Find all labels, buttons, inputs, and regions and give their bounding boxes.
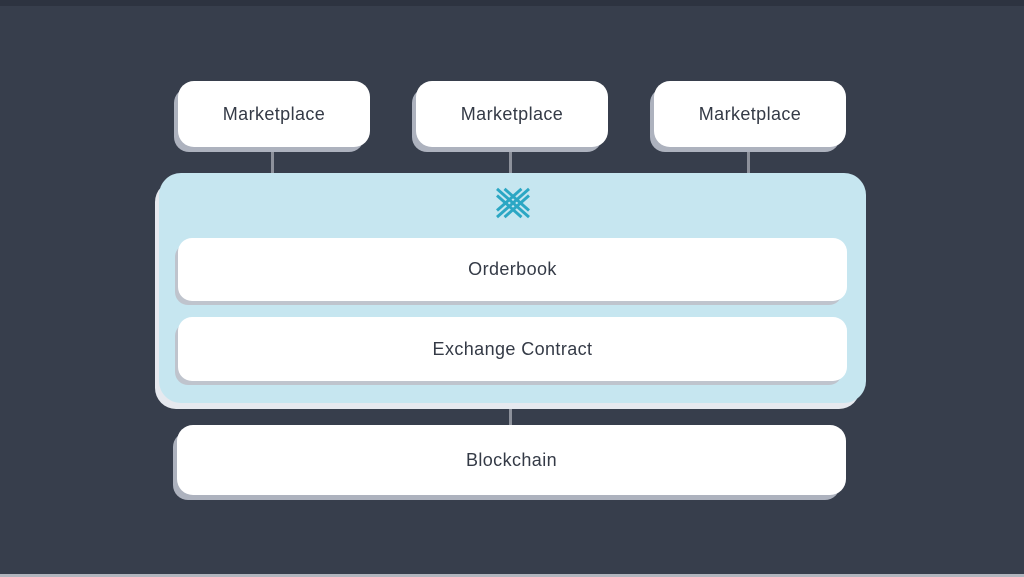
slide-top-edge [0, 0, 1024, 6]
exchange-contract-node: Exchange Contract [178, 317, 847, 381]
connector-marketplace-1 [271, 145, 274, 177]
slide-bottom-edge [0, 574, 1024, 577]
blockchain-label: Blockchain [465, 449, 558, 470]
protocol-container: Orderbook Exchange Contract [159, 173, 866, 403]
exchange-contract-label: Exchange Contract [432, 338, 593, 359]
marketplace-node-3: Marketplace [654, 81, 846, 147]
orderbook-node: Orderbook [178, 238, 847, 301]
connector-marketplace-2 [509, 145, 512, 177]
marketplace-node-1: Marketplace [178, 81, 370, 147]
x-protocol-logo-icon [494, 187, 532, 219]
marketplace-label: Marketplace [460, 103, 564, 124]
connector-blockchain [509, 399, 512, 429]
blockchain-node: Blockchain [177, 425, 846, 495]
marketplace-node-2: Marketplace [416, 81, 608, 147]
marketplace-label: Marketplace [698, 103, 802, 124]
orderbook-label: Orderbook [468, 259, 557, 279]
connector-marketplace-3 [747, 145, 750, 177]
marketplace-label: Marketplace [222, 103, 326, 124]
